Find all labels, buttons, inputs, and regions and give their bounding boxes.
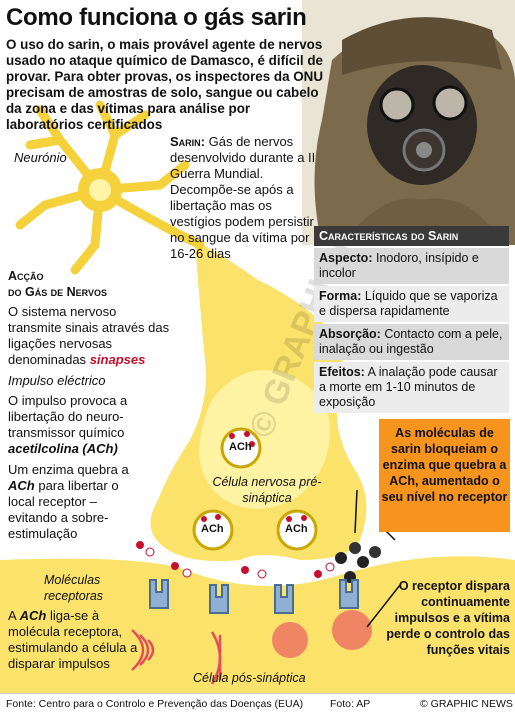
action-heading-line2: do Gás de Nervos [8, 285, 108, 299]
characteristics-box: Características do Sarin Aspecto: Inodor… [314, 226, 509, 413]
sarin-blocks-enzyme-callout: As moléculas de sarin bloqueiam o enzima… [379, 419, 510, 532]
impulse-sentence: O impulso provoca a libertação do neuro-… [8, 393, 128, 440]
impulse-text: O impulso provoca a libertação do neuro-… [8, 393, 173, 457]
receptors [149, 579, 359, 614]
enzyme-text: Um enzima quebra a ACh para libertar o l… [8, 462, 133, 542]
sarin-definition: Sarin: Gás de nervos desenvolvido durant… [170, 134, 322, 262]
receptor-molecules-label: Moléculas receptoras [44, 573, 104, 603]
ach-binding-text: A ACh liga-se à molécula receptora, esti… [8, 608, 148, 672]
sarin-term: Sarin: [170, 134, 205, 149]
sarin-definition-text: Gás de nervos desenvolvido durante a II … [170, 134, 316, 261]
nervous-system-text: O sistema nervoso transmite sinais atrav… [8, 304, 173, 368]
characteristics-absorption: Absorção: Contacto com a pele, inalação … [314, 324, 509, 360]
absorption-label: Absorção: [319, 327, 381, 341]
signal-waves [131, 629, 222, 685]
characteristics-effects: Efeitos: A inalação pode causar a morte … [314, 362, 509, 413]
characteristics-form: Forma: Líquido que se vaporiza e dispers… [314, 286, 509, 322]
characteristics-aspect: Aspecto: Inodoro, insípido e incolor [314, 248, 509, 284]
vesicle-label-2: ACh [201, 523, 224, 535]
photo-credit: Foto: AP [330, 698, 371, 710]
postsynaptic-cell-label: Célula pós-sináptica [193, 671, 306, 685]
ach-term: ACh [8, 478, 35, 493]
post-synaptic-cell-shape [0, 556, 515, 693]
effects-label: Efeitos: [319, 365, 365, 379]
nervous-system-sentence: O sistema nervoso transmite sinais atrav… [8, 304, 170, 367]
acetylcholine-term: acetilcolina (ACh) [8, 441, 118, 456]
form-label: Forma: [319, 289, 362, 303]
enzyme-sentence-b: para libertar o local receptor – evitand… [8, 478, 119, 541]
aspect-label: Aspecto: [319, 251, 373, 265]
page-title: Como funciona o gás sarin [6, 4, 307, 31]
ach-molecules [136, 541, 335, 579]
vesicle-label-3: ACh [285, 523, 308, 535]
binding-sentence-b: liga-se à molécula receptora, estimuland… [8, 608, 138, 671]
synapses-term: sinapses [89, 352, 146, 367]
characteristics-heading: Características do Sarin [314, 226, 509, 246]
electric-impulse-label: Impulso eléctrico [8, 373, 106, 388]
intro-text: O uso do sarin, o mais provável agente d… [6, 37, 324, 132]
enzyme-sentence-a: Um enzima quebra a [8, 462, 129, 477]
presynaptic-cell-label: Célula nervosa pré-sináptica [212, 475, 322, 505]
source-text: Fonte: Centro para o Controlo e Prevençã… [6, 698, 304, 710]
effects-text: A inalação pode causar a morte em 1-10 m… [319, 365, 498, 409]
gas-mask-photo [302, 0, 515, 245]
aspect-text: Inodoro, insípido e incolor [319, 251, 479, 280]
footer: Fonte: Centro para o Controlo e Prevençã… [0, 693, 515, 714]
action-heading-line1: Acção [8, 269, 44, 283]
action-heading: Acção do Gás de Nervos [8, 268, 107, 300]
ach-term-2: ACh [19, 608, 47, 623]
neuron-label: Neurónio [14, 150, 67, 165]
vesicle-label-1: ACh [229, 441, 252, 453]
form-text: Líquido que se vaporiza e dispersa rapid… [319, 289, 498, 318]
copyright: © GRAPHIC NEWS [420, 698, 513, 710]
binding-sentence-a: A [8, 608, 16, 623]
receptor-fires-text: O receptor dispara continuamente impulso… [386, 579, 510, 657]
absorption-text: Contacto com a pele, inalação ou ingestã… [319, 327, 503, 356]
continuous-impulse-glow [272, 610, 372, 658]
